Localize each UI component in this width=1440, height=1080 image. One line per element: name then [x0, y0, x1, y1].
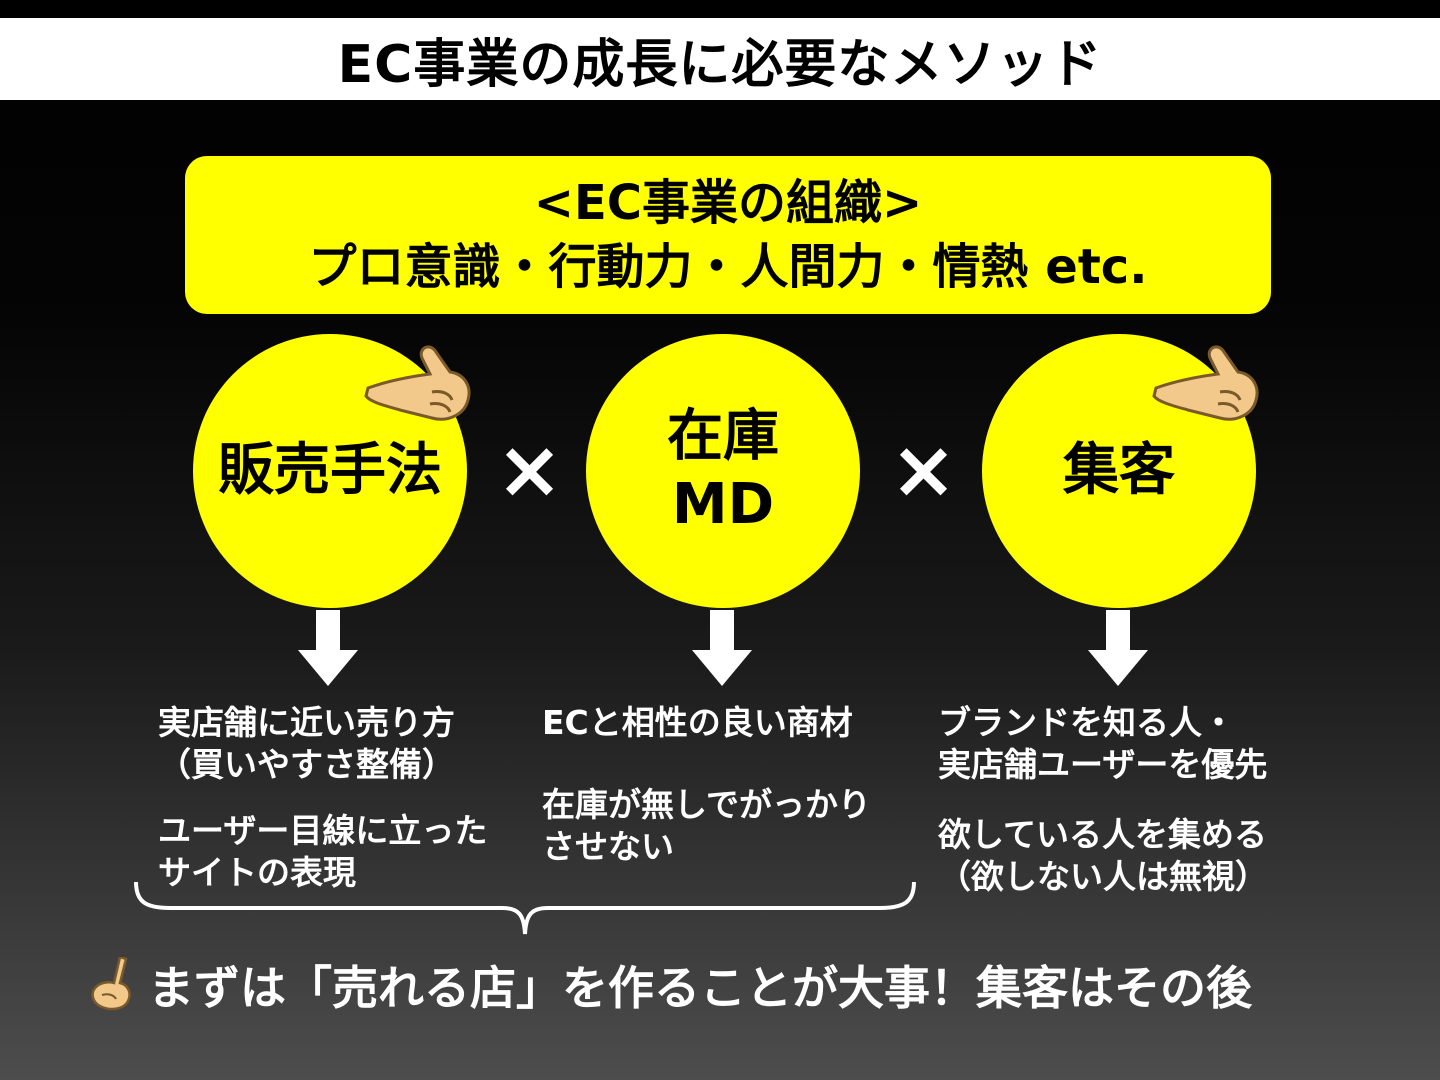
description-line: 在庫が無しでがっかり — [542, 785, 872, 824]
description-line: ECと相性の良い商材 — [542, 703, 853, 742]
pointing-hand-icon — [1152, 345, 1259, 421]
conclusion: まずは「売れる店」を作ることが大事！集客はその後 — [88, 950, 1252, 1020]
pointing-hand-icon — [364, 345, 471, 421]
multiply-sign: × — [496, 423, 564, 516]
brace-icon — [134, 881, 916, 935]
pointing-hand-icon — [91, 957, 131, 1011]
description-line: 実店舗ユーザーを優先 — [938, 745, 1268, 784]
description-line: ユーザー目線に立った — [158, 811, 488, 850]
circle-label: MD — [671, 472, 775, 537]
circle-inventory-md: 在庫 MD — [586, 334, 860, 608]
description-item: 欲している人を集める （欲しない人は無視） — [938, 814, 1268, 898]
circle-label: 集客 — [1063, 438, 1175, 503]
conclusion-text: まずは「売れる店」を作ることが大事！集客はその後 — [148, 961, 1252, 1015]
down-arrow-icon — [692, 610, 752, 686]
page-title: EC事業の成長に必要なメソッド — [337, 34, 1103, 95]
title-band: EC事業の成長に必要なメソッド — [0, 18, 1440, 100]
organization-box: <EC事業の組織> プロ意識・行動力・人間力・情熱 etc. — [185, 156, 1271, 314]
description-line: 欲している人を集める — [938, 815, 1268, 854]
description-line: サイトの表現 — [158, 853, 356, 892]
circle-label: 販売手法 — [218, 438, 442, 503]
description-line: させない — [542, 827, 674, 866]
organization-heading: <EC事業の組織> — [533, 175, 923, 231]
description-item: 実店舗に近い売り方 （買いやすさ整備） — [158, 702, 455, 786]
description-line: （買いやすさ整備） — [158, 745, 455, 784]
description-item: ECと相性の良い商材 — [542, 702, 853, 744]
organization-qualities: プロ意識・行動力・人間力・情熱 etc. — [308, 239, 1148, 295]
description-line: （欲しない人は無視） — [938, 857, 1268, 896]
down-arrow-icon — [1088, 610, 1148, 686]
top-bar — [0, 0, 1440, 18]
description-item: 在庫が無しでがっかり させない — [542, 784, 871, 868]
description-line: 実店舗に近い売り方 — [158, 703, 455, 742]
description-line: ブランドを知る人・ — [938, 703, 1235, 742]
multiply-sign: × — [890, 423, 958, 516]
description-item: ブランドを知る人・ 実店舗ユーザーを優先 — [938, 702, 1267, 786]
circle-label: 在庫 — [667, 404, 779, 469]
down-arrow-icon — [298, 610, 358, 686]
description-item: ユーザー目線に立った サイトの表現 — [158, 810, 487, 894]
